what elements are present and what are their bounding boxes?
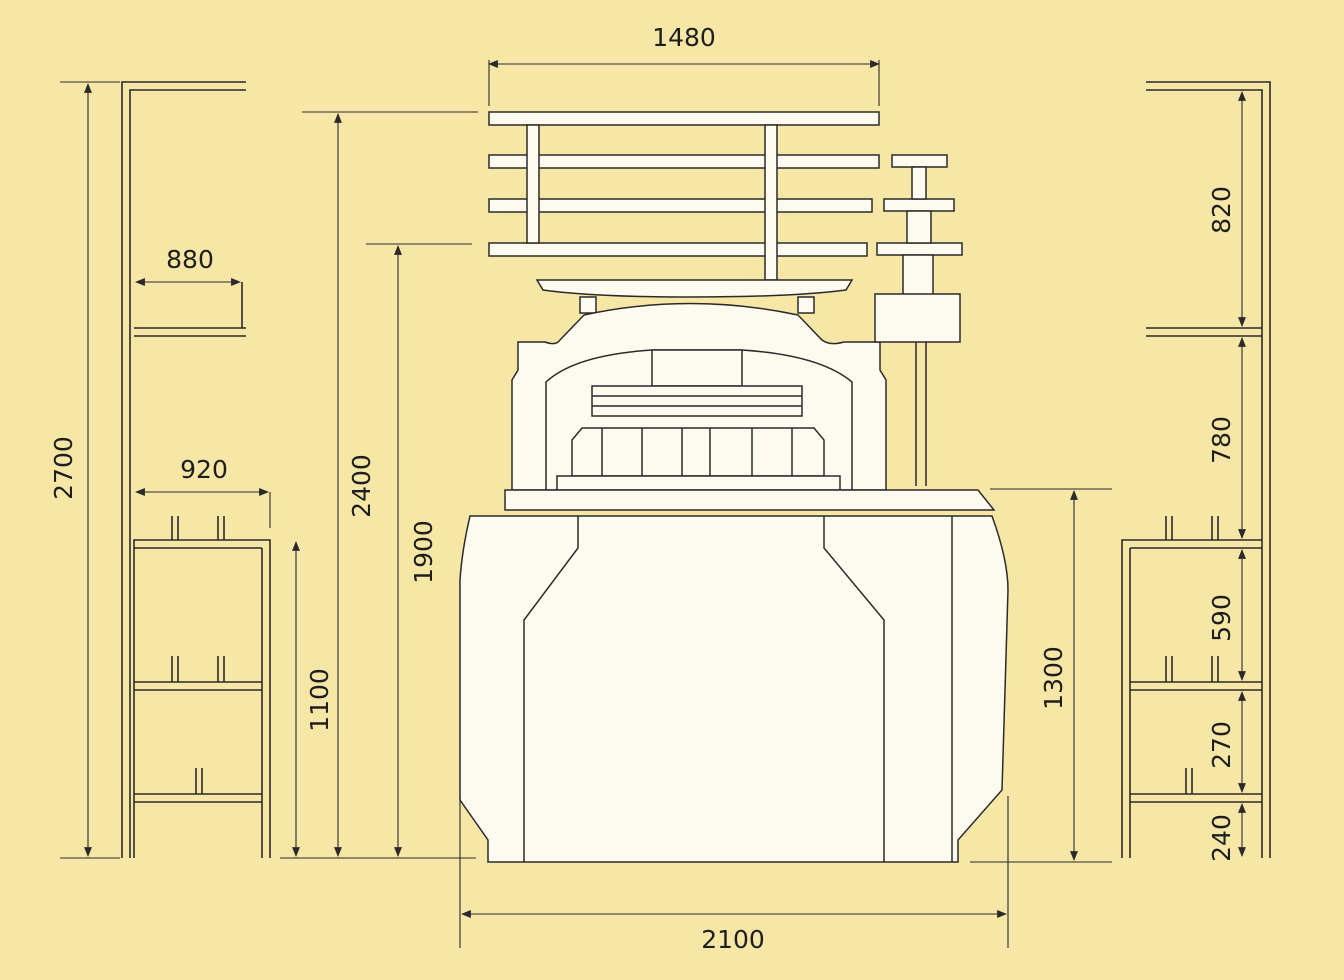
dim-base-width: 2100	[701, 925, 765, 954]
guide-ring-1	[488, 111, 880, 126]
dim-right-section-4: 270	[1207, 721, 1236, 769]
dimension-annotations: 1480 880 920 2100 2700 1100 2400 1900 13…	[49, 23, 1246, 954]
machine-table	[504, 489, 996, 511]
dim-right-section-1: 820	[1207, 186, 1236, 234]
needle-cylinder	[571, 427, 825, 477]
left-rack	[121, 81, 271, 858]
control-box	[874, 293, 961, 343]
guide-ring-2	[488, 154, 880, 169]
dim-right-section-2: 780	[1207, 416, 1236, 464]
dim-right-section-5: 240	[1207, 814, 1236, 862]
dim-left-lower-width: 920	[180, 455, 228, 484]
machine-body	[459, 515, 1009, 863]
right-rack	[1121, 81, 1271, 858]
guide-ring-4	[488, 242, 868, 257]
top-plate	[535, 279, 854, 298]
dim-left-total-height: 2700	[49, 436, 78, 500]
dim-machine-body-height: 1900	[409, 520, 438, 584]
guide-ring-3	[488, 198, 873, 213]
control-head	[891, 154, 948, 168]
dim-table-height: 1300	[1039, 646, 1068, 710]
dim-right-section-3: 590	[1207, 594, 1236, 642]
dim-left-lower-height: 1100	[305, 668, 334, 732]
center-hub	[651, 349, 743, 387]
dim-left-upper-width: 880	[166, 245, 214, 274]
dim-machine-total-height: 2400	[347, 454, 376, 518]
needle-cylinder-top	[591, 385, 803, 417]
dim-top-width: 1480	[652, 23, 716, 52]
knitting-machine	[459, 111, 1009, 863]
